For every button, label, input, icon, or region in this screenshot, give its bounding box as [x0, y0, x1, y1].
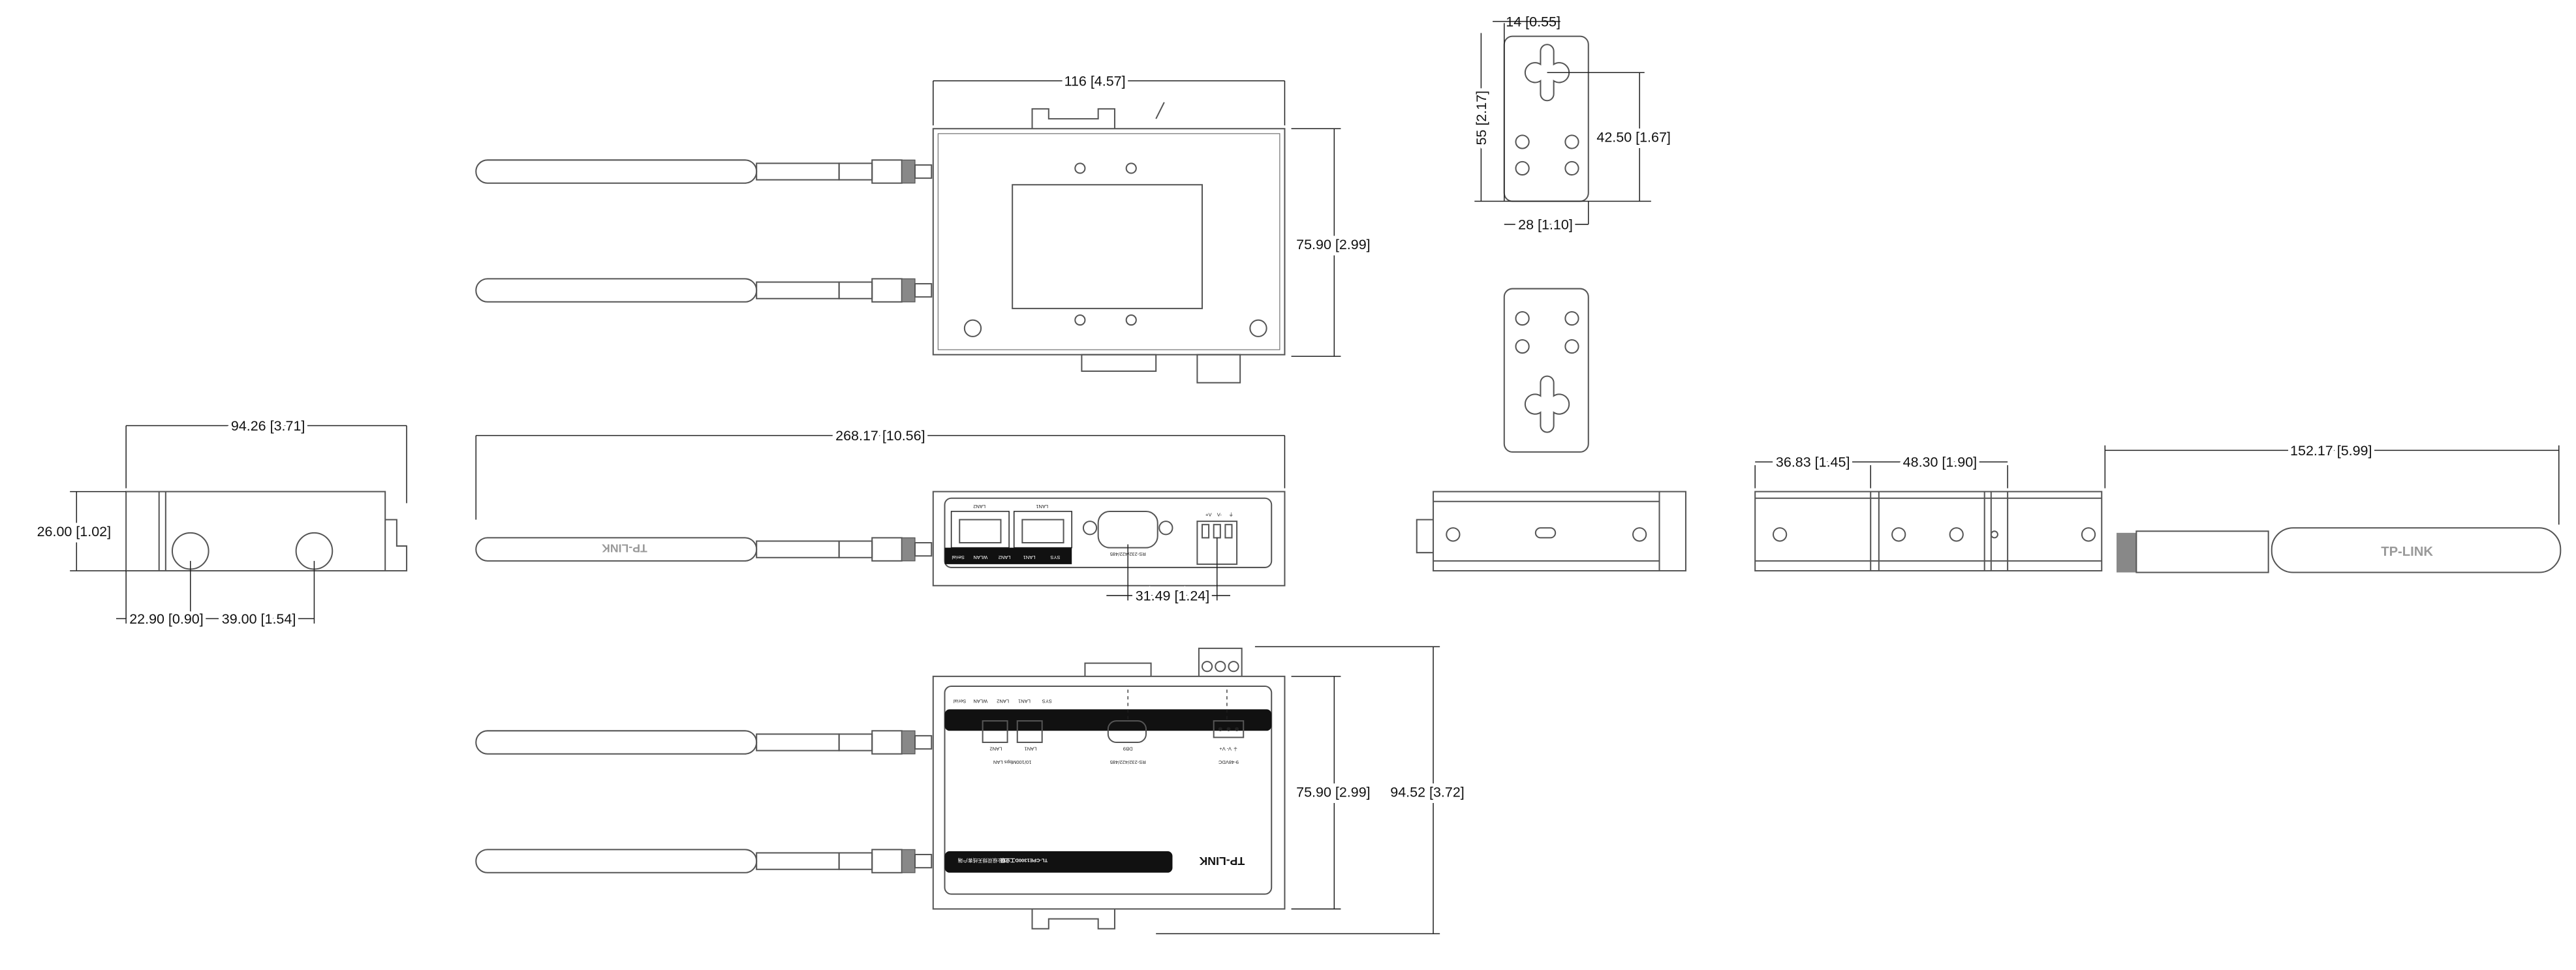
- bottom-led-lan2: LAN2: [997, 698, 1009, 704]
- dim-bracket-width: 28 [1.10]: [1518, 217, 1573, 233]
- antenna-front: [475, 537, 933, 562]
- bottom-view: SYS LAN1 LAN2 WLAN Serial LAN2 LAN1 10/1…: [475, 646, 1468, 935]
- dim-connector-spacing: 31.49 [1.24]: [1136, 588, 1210, 604]
- dim-side-height: 26.00 [1.02]: [37, 524, 111, 539]
- pin-ground: ⏚: [1228, 512, 1234, 518]
- mounting-bracket-2: [1503, 288, 1589, 453]
- bottom-serial-label: RS-232/422/485: [1110, 759, 1146, 765]
- device-body-front: [932, 491, 1286, 586]
- right-side-view: [1416, 491, 1686, 572]
- dim-side-length: 94.26 [3.71]: [231, 418, 305, 434]
- dim-antenna-length: 152.17 [5.99]: [2290, 443, 2372, 459]
- bottom-brand-logo: TP-LINK: [1199, 855, 1245, 868]
- front-lan2-label: LAN2: [973, 504, 985, 509]
- mounting-bracket-1: 14 [0.55] 55 [2.17] 42.50 [1.67] 28 [1.1…: [1470, 14, 1674, 235]
- lan1-port: [1013, 511, 1072, 549]
- bottom-led-sys: SYS: [1042, 698, 1052, 704]
- lan2-port: [950, 511, 1010, 549]
- dim-rail-left: 36.83 [1.45]: [1776, 455, 1850, 470]
- front-led-serial: Serial: [952, 554, 965, 560]
- antenna-right: [2271, 527, 2562, 573]
- label-window: [1012, 184, 1203, 309]
- bottom-description-label: 工业级双频无线客户端: [957, 857, 1007, 864]
- front-led-lan2: LAN2: [999, 554, 1011, 560]
- antenna-bottom-1: [475, 730, 933, 755]
- dim-overall-length: 268.17 [10.56]: [835, 428, 925, 444]
- antenna-bottom-2: [475, 849, 933, 873]
- device-body-bottom: [932, 675, 1286, 910]
- dim-bracket-hole-offset: 14 [0.55]: [1506, 14, 1560, 29]
- bottom-led-lan1: LAN1: [1018, 698, 1031, 704]
- bottom-led-wlan: WLAN: [973, 698, 987, 704]
- bottom-led-serial: Serial: [954, 698, 967, 704]
- pin-vplus: +V: [1205, 512, 1212, 518]
- dim-side-knob-spacing: 39.00 [1.54]: [222, 611, 296, 627]
- front-lan1-label: LAN1: [1036, 504, 1048, 509]
- rail-view: TP-LINK 36.83 [1.45] 48.30 [1.90] 152.17…: [1754, 440, 2562, 573]
- dim-top-width: 116 [4.57]: [1064, 74, 1126, 89]
- antenna-top-1: [475, 159, 933, 184]
- dim-side-knob1: 22.90 [0.90]: [129, 611, 204, 627]
- dim-bracket-hole-height: 42.50 [1.67]: [1596, 129, 1671, 145]
- antenna-logo-front: TP-LINK: [602, 542, 647, 555]
- dim-bottom-height: 75.90 [2.99]: [1296, 784, 1371, 800]
- bottom-db9-label: DB9: [1123, 746, 1133, 752]
- bottom-power-pins-label: ⏚ V- V+: [1219, 746, 1238, 752]
- dim-bottom-overall-height: 94.52 [3.72]: [1390, 784, 1465, 800]
- dim-bracket-height: 55 [2.17]: [1474, 91, 1489, 145]
- pin-vminus: V-: [1217, 512, 1222, 518]
- top-view: 116 [4.57] 75.90 [2.99]: [475, 70, 1374, 384]
- front-led-wlan: WLAN: [973, 554, 987, 560]
- bottom-model-label: TL-CPE1300D工业级: [1000, 857, 1047, 864]
- bottom-power-label: 9-48VDC: [1218, 759, 1239, 765]
- antenna-logo-right: TP-LINK: [2381, 545, 2433, 559]
- front-led-sys: SYS: [1050, 554, 1060, 560]
- db15-connector: [1097, 510, 1158, 549]
- device-body-top: [932, 128, 1286, 356]
- dim-rail-width: 48.30 [1.90]: [1903, 455, 1978, 470]
- front-led-lan1: LAN1: [1023, 554, 1036, 560]
- front-view: TP-LINK LAN2 LAN1 SYS LAN1 LAN2 WLAN Ser…: [475, 425, 1286, 607]
- left-side-view: 94.26 [3.71] 26.00 [1.02] 22.90 [0.90] 3…: [34, 415, 408, 630]
- dim-top-height: 75.90 [2.99]: [1296, 237, 1371, 252]
- bottom-lan2-label: LAN2: [989, 746, 1002, 752]
- bottom-lan-group-label: 10/100Mbps LAN: [993, 759, 1032, 765]
- antenna-top-2: [475, 278, 933, 303]
- bottom-lan1-label: LAN1: [1025, 746, 1037, 752]
